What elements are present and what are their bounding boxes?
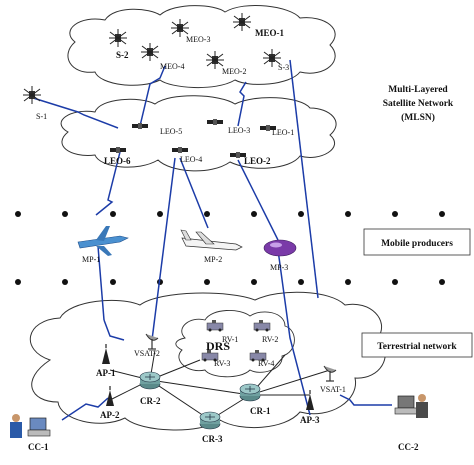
- label-leo3: LEO-3: [228, 126, 250, 135]
- cr2-router-icon: [139, 371, 161, 390]
- cc2-workstation-icon: [394, 394, 428, 418]
- meo-cloud: [67, 4, 336, 88]
- cc1-workstation-icon: [10, 414, 51, 438]
- label-vsat1: VSAT-1: [320, 385, 346, 394]
- satellite-icon-s1: [22, 85, 42, 105]
- jet-icon: [180, 229, 243, 251]
- label-cc2: CC-2: [398, 442, 419, 452]
- balloon-icon: [263, 239, 297, 257]
- label-mp3: MP-3: [270, 263, 288, 272]
- label-leo6: LEO-6: [104, 156, 131, 166]
- label-rv2: RV-2: [262, 335, 278, 344]
- label-s3: S-3: [278, 63, 289, 72]
- cr1-router-icon: [239, 383, 261, 402]
- label-ap2: AP-2: [100, 410, 120, 420]
- label-rv4: RV-4: [258, 359, 274, 368]
- label-leo4: LEO-4: [180, 155, 202, 164]
- label-leo2: LEO-2: [244, 156, 271, 166]
- label-vsat2: VSAT-2: [134, 349, 160, 358]
- label-mp1: MP-1: [82, 255, 100, 264]
- label-meo4: MEO-4: [160, 62, 184, 71]
- dot-row-top: [15, 211, 445, 217]
- label-s2: S-2: [116, 50, 129, 60]
- dot-row-bottom: [15, 279, 445, 285]
- label-drs: DRS: [206, 339, 230, 353]
- airplane-icon: [77, 226, 129, 256]
- terrestrial-label: Terrestrial network: [377, 342, 457, 352]
- mlsn-line-3: (MLSN): [401, 112, 435, 123]
- links: [29, 59, 392, 421]
- label-meo3: MEO-3: [186, 35, 210, 44]
- label-cr1: CR-1: [250, 406, 271, 416]
- label-cr3: CR-3: [202, 434, 223, 444]
- label-s1: S-1: [36, 112, 47, 121]
- label-rv1: RV-1: [222, 335, 238, 344]
- label-cr2: CR-2: [140, 396, 161, 406]
- label-ap1: AP-1: [96, 368, 116, 378]
- mobile-producers-box: [363, 228, 471, 256]
- mlsn-line-1: Multi-Layered: [388, 85, 448, 95]
- label-ap3: AP-3: [300, 415, 320, 425]
- label-meo1: MEO-1: [255, 28, 284, 38]
- mlsn-line-2: Satellite Network: [383, 99, 454, 109]
- mlsn-label: Multi-Layered Satellite Network (MLSN): [383, 85, 454, 123]
- label-mp2: MP-2: [204, 255, 222, 264]
- label-cc1: CC-1: [28, 442, 49, 452]
- label-meo2: MEO-2: [222, 67, 246, 76]
- label-rv3: RV-3: [214, 359, 230, 368]
- label-leo1: LEO-1: [272, 128, 294, 137]
- cr3-router-icon: [199, 411, 221, 430]
- leo-cloud: [60, 95, 337, 172]
- mobile-producers-label: Mobile producers: [381, 239, 453, 249]
- label-leo5: LEO-5: [160, 127, 182, 136]
- terrestrial-box: [361, 332, 473, 358]
